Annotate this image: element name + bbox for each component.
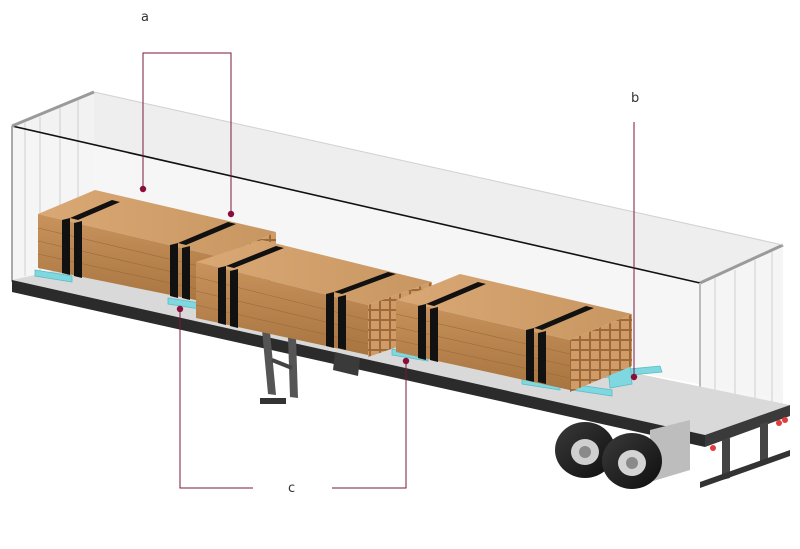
stack-2-straps bbox=[218, 246, 396, 350]
callout-c bbox=[179, 309, 407, 489]
callout-label-b: b bbox=[631, 91, 640, 106]
callout-a-dot-2 bbox=[227, 210, 235, 218]
callout-a bbox=[142, 52, 232, 214]
leader-a bbox=[142, 52, 232, 214]
leader-c-right bbox=[332, 361, 407, 489]
enclosure-rear-doors bbox=[700, 245, 783, 430]
stack-3-top bbox=[396, 274, 632, 340]
callout-label-c: c bbox=[288, 481, 296, 496]
rear-wheels bbox=[555, 420, 690, 489]
stack-3-straps bbox=[418, 282, 594, 384]
stack-2-side bbox=[196, 262, 368, 355]
callout-a-dot-1 bbox=[139, 185, 147, 193]
callout-c-dot-1 bbox=[176, 305, 184, 313]
callout-b-dot bbox=[630, 373, 638, 381]
landing-gear bbox=[260, 330, 360, 404]
trailer-rear-edge bbox=[705, 405, 790, 447]
callout-c-dot-2 bbox=[402, 357, 410, 365]
rear-bumper bbox=[700, 417, 790, 488]
timber-stack-3 bbox=[395, 274, 632, 392]
callout-label-a: a bbox=[141, 10, 149, 25]
leader-c-left bbox=[179, 309, 253, 489]
pad-front bbox=[34, 269, 73, 283]
stack-3-end bbox=[570, 314, 632, 392]
stack-1-straps bbox=[62, 200, 236, 300]
